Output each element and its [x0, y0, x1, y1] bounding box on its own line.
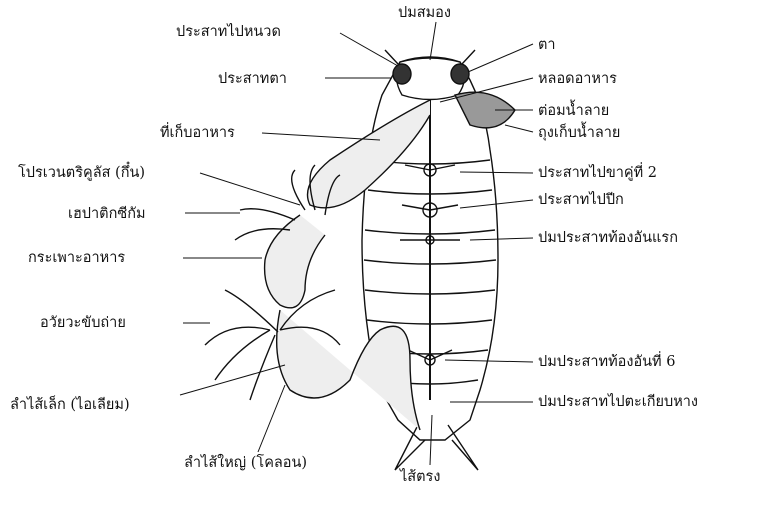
label-malpighian-tubules: อวัยวะขับถ่าย — [40, 316, 126, 331]
right-cercus — [448, 425, 478, 470]
label-brain: ปมสมอง — [398, 6, 451, 21]
label-proventriculus: โปรเวนตริคูลัส (กึ๋น) — [18, 166, 145, 181]
label-salivary-gland: ต่อมน้ำลาย — [538, 104, 609, 119]
label-salivary-reservoir: ถุงเก็บน้ำลาย — [538, 126, 620, 141]
label-esophagus: หลอดอาหาร — [538, 72, 617, 87]
label-hepatic-caeca: เฮปาติกซีกัม — [68, 207, 146, 222]
label-crop: ที่เก็บอาหาร — [160, 126, 235, 141]
label-eye: ตา — [538, 38, 556, 53]
colon — [277, 310, 420, 430]
label-second-leg-nerve: ประสาทไปขาคู่ที่ 2 — [538, 166, 657, 181]
label-ileum: ลำไส้เล็ก (ไอเลียม) — [10, 398, 130, 413]
label-antennal-nerve: ประสาทไปหนวด — [176, 25, 281, 40]
left-eye — [393, 64, 411, 84]
crop — [308, 100, 431, 208]
label-cercal-nerve: ปมประสาทไปตะเกียบหาง — [538, 395, 698, 410]
label-colon: ลำไส้ใหญ่ (โคลอน) — [184, 456, 307, 471]
label-optic-nerve: ประสาทตา — [218, 72, 287, 87]
label-first-abdominal-ganglion: ปมประสาทท้องอันแรก — [538, 231, 678, 246]
label-rectum: ไส้ตรง — [400, 470, 440, 485]
right-eye — [451, 64, 469, 84]
label-stomach: กระเพาะอาหาร — [28, 251, 125, 266]
label-sixth-abdominal-ganglion: ปมประสาทท้องอันที่ 6 — [538, 355, 675, 370]
label-wing-nerve: ประสาทไปปีก — [538, 193, 624, 208]
